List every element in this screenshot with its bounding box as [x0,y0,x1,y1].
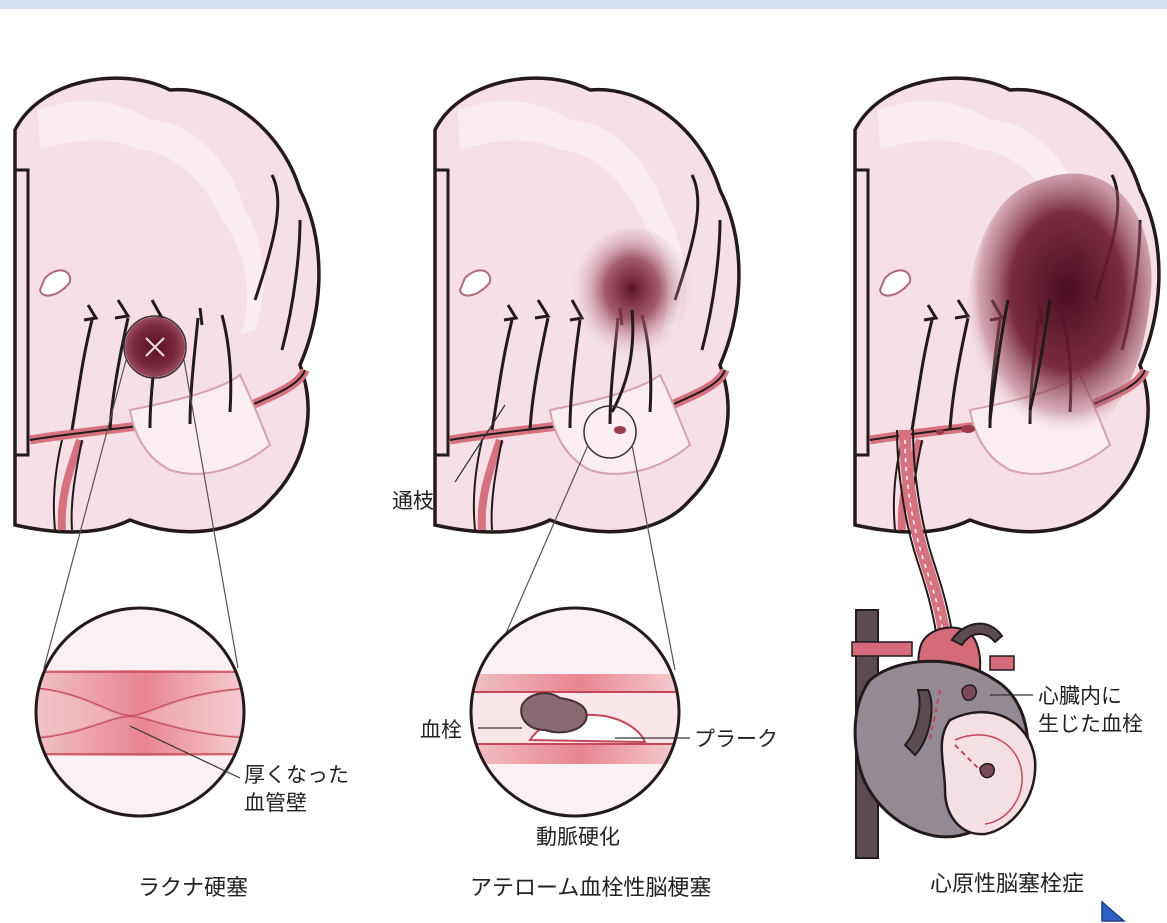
brain-section-lacunar [15,78,319,532]
heart-illustration [852,610,1035,858]
thrombus-label: 血栓 [420,717,462,743]
heart-clot-label-line2: 生じた血栓 [1038,711,1143,737]
atherothrombotic-panel [435,78,739,830]
atherosclerosis-label: 動脈硬化 [536,824,620,850]
cardioembolic-title: 心原性脳塞栓症 [930,872,1084,898]
heart-clot-label-line1: 心臓内に [1038,683,1122,709]
lacunar-panel [15,78,319,830]
wall-label-line1: 厚くなった [244,762,349,788]
lacunar-magnified-vessel [30,600,260,830]
heart-thrombus-2 [980,764,994,778]
play-triangle-icon[interactable] [1098,900,1126,923]
heart-thrombus-1 [962,685,976,700]
lacunar-title: ラクナ硬塞 [138,876,248,902]
athero-magnified-vessel [465,600,695,830]
plaque-label: プラーク [694,726,778,752]
wall-label-line2: 血管壁 [244,790,307,816]
branch-label: 通枝 [392,488,434,514]
atherothrombotic-title: アテローム血栓性脳梗塞 [470,876,711,902]
cardioembolic-panel [852,78,1159,858]
